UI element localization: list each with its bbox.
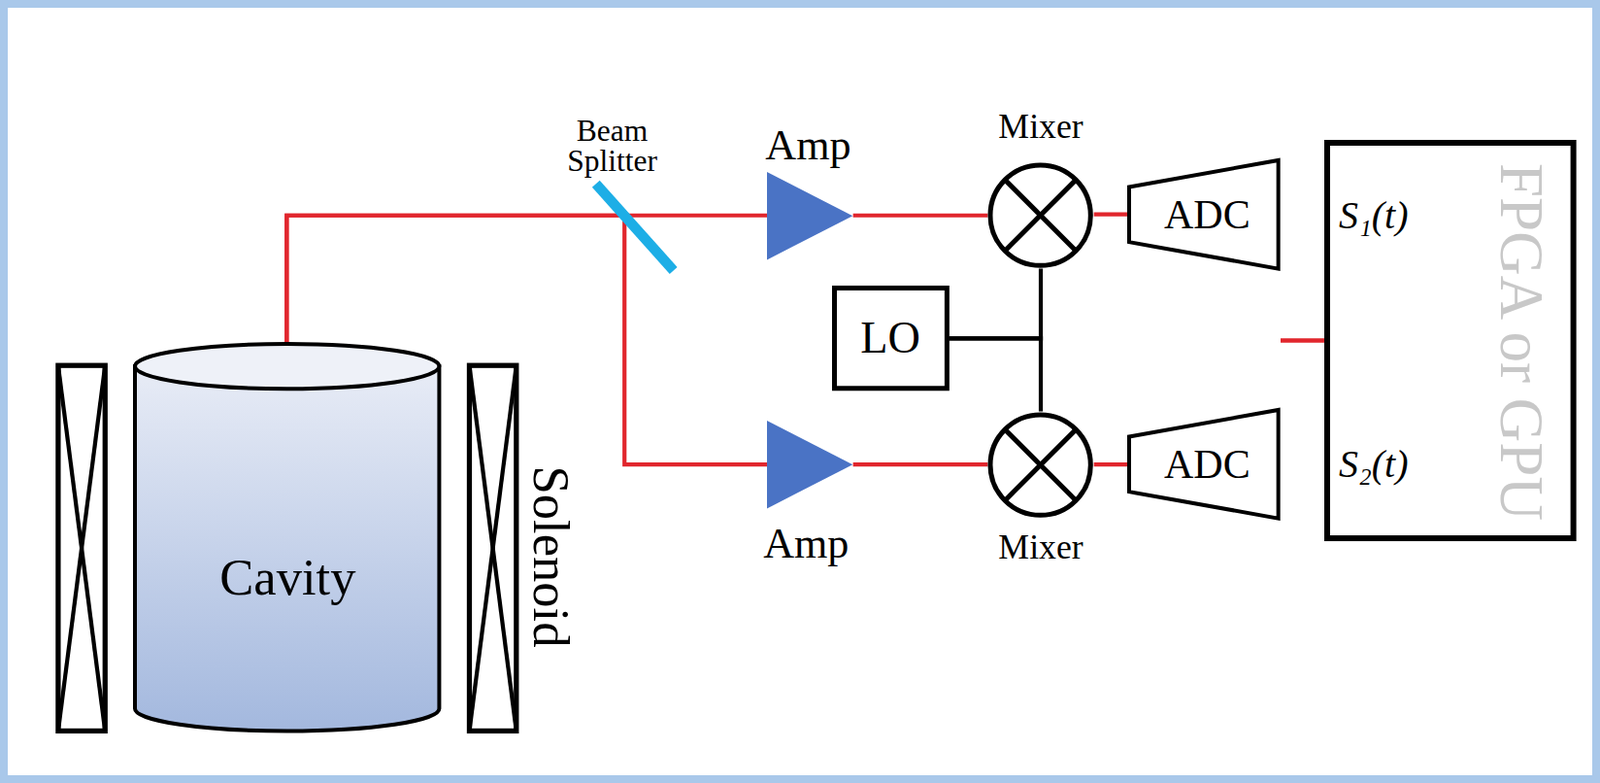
node-label: FPGA or GPU: [1489, 163, 1551, 521]
signal-line: [853, 462, 989, 467]
cavity-cylinder: Cavity: [133, 341, 441, 734]
node-label: Mixer: [998, 110, 1083, 146]
adc-trapezoid: ADC: [1127, 407, 1281, 521]
amplifier-triangle: Amp: [766, 420, 853, 508]
signal-line: [853, 213, 989, 218]
signal-line: [1094, 462, 1129, 467]
signal-line: [286, 215, 767, 342]
solenoid-coil: [468, 365, 516, 731]
amplifier-triangle-outline: [766, 420, 853, 508]
node-label: Amp: [765, 124, 851, 167]
lo-wire: [948, 267, 1041, 338]
mixer-symbol-outline: [987, 162, 1094, 268]
processor-box: FPGA or GPU S₁(t) S₂(t): [1324, 139, 1577, 541]
oscillator-box: LO: [832, 285, 950, 391]
adc-trapezoid: ADC: [1127, 158, 1281, 271]
mixer-symbol: Mixer: [987, 411, 1094, 518]
signal-line: [1280, 337, 1325, 342]
beam-splitter: [596, 183, 674, 270]
node-label: ADC: [1164, 194, 1251, 235]
solenoid-coil: [58, 365, 105, 731]
node-label: ADC: [1164, 443, 1251, 485]
signal-line: [1094, 212, 1129, 217]
node-label: Amp: [763, 522, 849, 566]
mixer-symbol-outline: [987, 411, 1094, 518]
amplifier-triangle-outline: [766, 171, 853, 260]
lo-wire: [948, 337, 1041, 411]
signal-name: S₂(t): [1338, 444, 1409, 484]
signal-line: [1280, 337, 1325, 342]
amplifier-triangle: Amp: [766, 171, 853, 260]
node-label: Cavity: [219, 551, 356, 603]
cavity-cylinder-outline: [133, 341, 441, 734]
node-label: LO: [860, 315, 921, 361]
node-label: Mixer: [998, 531, 1083, 567]
coil-label: Solenoid: [525, 465, 577, 647]
mixer-symbol: Mixer: [987, 162, 1094, 268]
signal-name: S₁(t): [1338, 196, 1409, 235]
part-label: Beam Splitter: [545, 115, 679, 177]
